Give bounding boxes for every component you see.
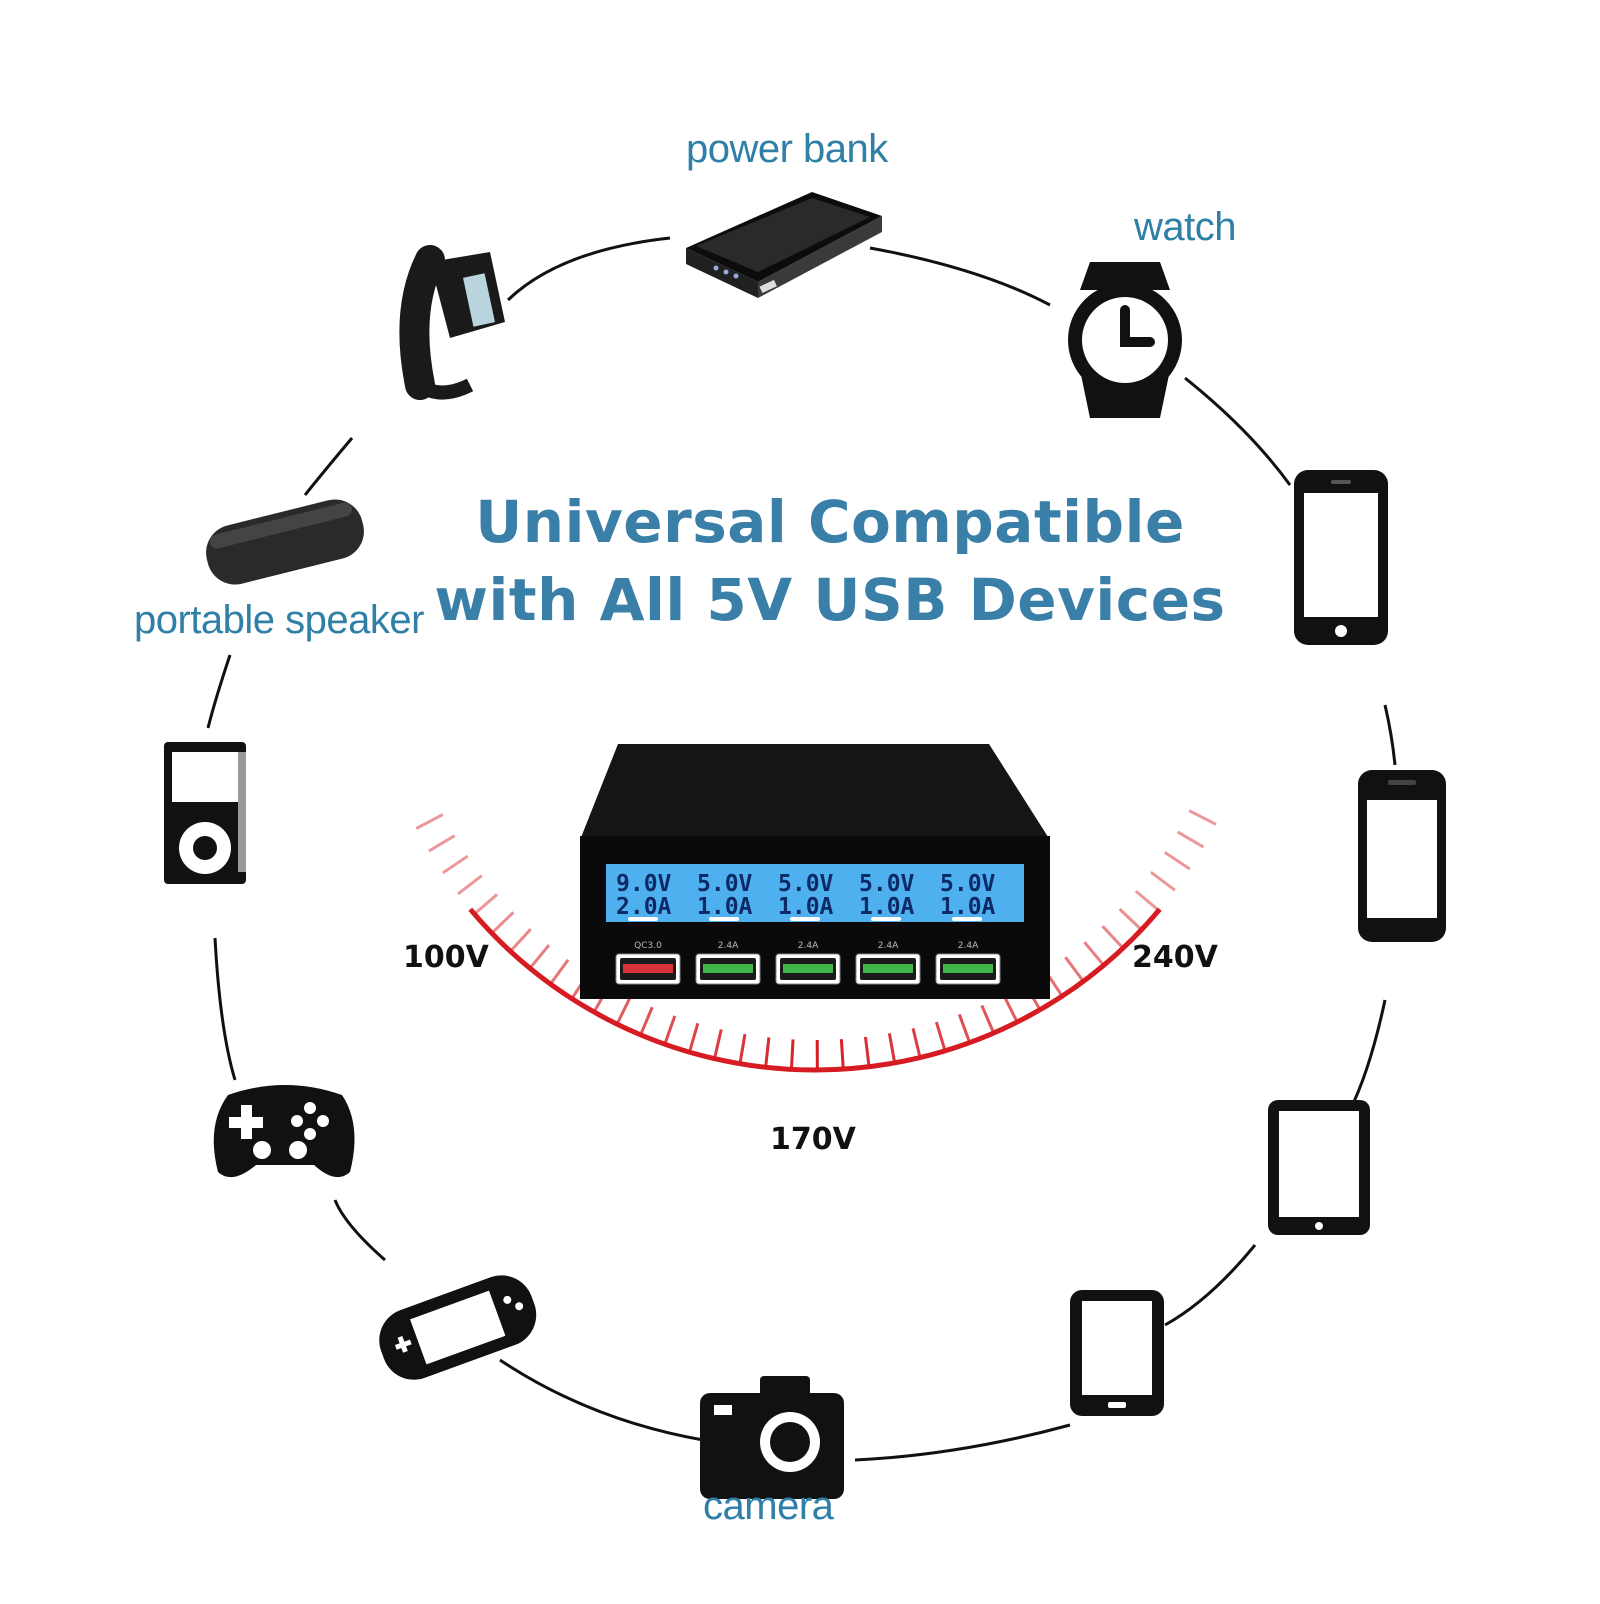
lcd-cell: 5.0V1.0A — [940, 871, 996, 921]
ring-segment — [305, 438, 352, 495]
voltage-mid-label: 170V — [770, 1122, 856, 1157]
bluetooth-speaker-icon — [200, 494, 370, 591]
arc-tick — [492, 912, 514, 933]
label-watch: watch — [1134, 205, 1236, 250]
ring-segment — [215, 938, 235, 1080]
arc-tick — [443, 856, 468, 873]
arc-tick — [416, 815, 443, 829]
lcd-cell: 5.0V1.0A — [778, 871, 834, 921]
arc-tick — [689, 1023, 697, 1052]
ring-segment — [1350, 1000, 1385, 1110]
arc-tick — [766, 1037, 769, 1067]
lcd-bar — [709, 917, 739, 921]
fitness-band-icon — [414, 252, 505, 393]
mp3-player-icon — [164, 742, 246, 884]
port-label: QC3.0 — [634, 941, 662, 951]
arc-tick — [458, 876, 482, 894]
arc-tick — [1189, 811, 1216, 825]
port-tongue — [783, 964, 833, 973]
tablet-icon — [1268, 1100, 1370, 1235]
arc-tick — [550, 960, 568, 984]
arc-tick — [530, 945, 549, 968]
lcd-bar — [871, 917, 901, 921]
lcd-bar — [628, 917, 658, 921]
arc-tick — [665, 1016, 675, 1044]
port-label: 2.4A — [718, 941, 739, 951]
ring-segment — [1385, 705, 1395, 765]
ring-segment — [508, 238, 670, 300]
label-camera: camera — [703, 1484, 833, 1529]
arc-tick — [474, 894, 497, 914]
port-label: 2.4A — [798, 941, 819, 951]
arc-tick — [617, 997, 630, 1024]
ring-segment — [1165, 1245, 1255, 1325]
port-label: 2.4A — [878, 941, 899, 951]
arc-tick — [959, 1014, 969, 1042]
ring-segment — [1185, 378, 1290, 485]
arc-tick — [1084, 942, 1103, 965]
lcd-bar — [952, 917, 982, 921]
arc-tick — [1065, 957, 1083, 981]
port-tongue — [623, 964, 673, 973]
arc-tick — [841, 1039, 843, 1069]
headline-line-1: Universal Compatible — [400, 488, 1260, 556]
watch-icon — [1075, 262, 1175, 418]
arc-tick — [740, 1034, 745, 1064]
ring-segment — [500, 1360, 703, 1440]
arc-tick — [1151, 872, 1175, 890]
arc-tick — [1178, 832, 1204, 847]
camera-icon — [700, 1376, 844, 1499]
arc-tick — [889, 1033, 894, 1063]
arc-tick — [791, 1039, 793, 1069]
port-label: 2.4A — [958, 941, 979, 951]
arc-tick — [913, 1028, 920, 1057]
arc-tick — [429, 836, 455, 851]
voltage-max-label: 240V — [1132, 940, 1218, 975]
ring-segment — [335, 1200, 385, 1260]
ring-segment — [855, 1425, 1070, 1460]
power-bank-icon — [686, 192, 882, 298]
lcd-current: 1.0A — [940, 894, 996, 920]
arc-tick — [1004, 995, 1017, 1022]
arc-tick — [641, 1007, 653, 1035]
voltage-min-label: 100V — [403, 940, 489, 975]
arc-tick — [1120, 909, 1142, 930]
arc-tick — [936, 1022, 945, 1051]
charger-top — [580, 744, 1050, 840]
arc-tick — [982, 1005, 994, 1033]
charger-hub: 9.0V2.0A 5.0V1.0A 5.0V1.0A 5.0V1.0A 5.0V1.0A… — [580, 744, 1050, 999]
lcd-cell: 9.0V2.0A — [616, 871, 672, 921]
arc-tick — [865, 1037, 869, 1067]
port-tongue — [943, 964, 993, 973]
arc-tick — [510, 929, 530, 951]
gamepad-icon — [214, 1085, 355, 1177]
smartphone-icon — [1294, 470, 1388, 645]
lcd-current: 1.0A — [778, 894, 834, 920]
label-portable-speaker: portable speaker — [134, 598, 424, 643]
ring-segment — [870, 248, 1050, 305]
lcd-current: 1.0A — [859, 894, 915, 920]
lcd-bar — [790, 917, 820, 921]
port-tongue — [703, 964, 753, 973]
mobile-phone-icon — [1358, 770, 1446, 942]
arc-tick — [1103, 926, 1124, 948]
lcd-cell: 5.0V1.0A — [859, 871, 915, 921]
headline-line-2: with All 5V USB Devices — [400, 566, 1260, 634]
e-reader-icon — [1070, 1290, 1164, 1416]
lcd-current: 1.0A — [697, 894, 753, 920]
ring-segment — [208, 655, 230, 728]
port-tongue — [863, 964, 913, 973]
label-power-bank: power bank — [686, 127, 888, 172]
arc-tick — [715, 1029, 722, 1058]
arc-tick — [1136, 891, 1159, 910]
lcd-cell: 5.0V1.0A — [697, 871, 753, 921]
lcd-current: 2.0A — [616, 894, 672, 920]
arc-tick — [1165, 852, 1190, 869]
